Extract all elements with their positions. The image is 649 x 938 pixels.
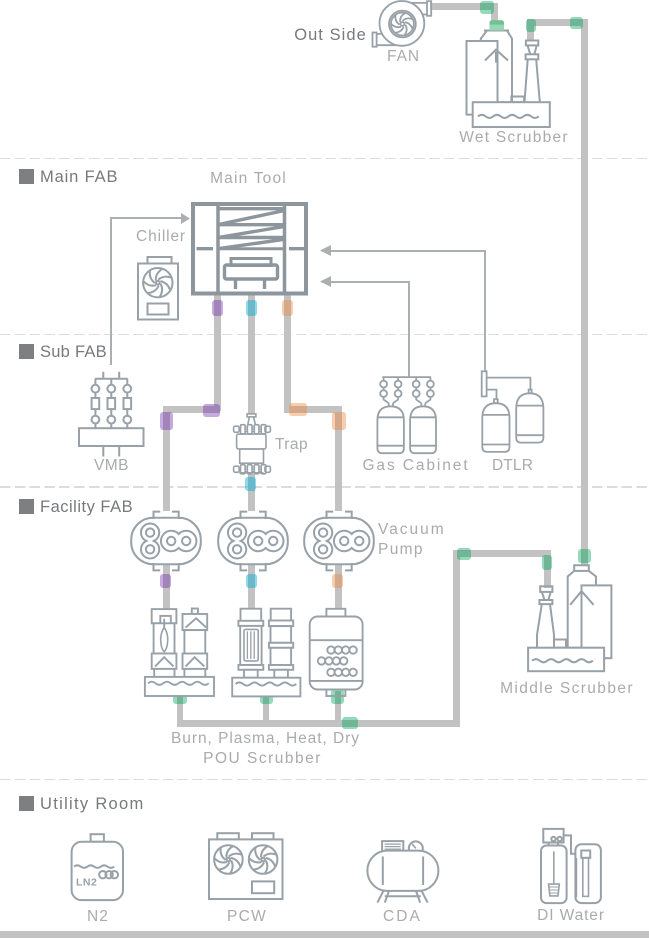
svg-text:LN2: LN2 <box>76 877 97 889</box>
